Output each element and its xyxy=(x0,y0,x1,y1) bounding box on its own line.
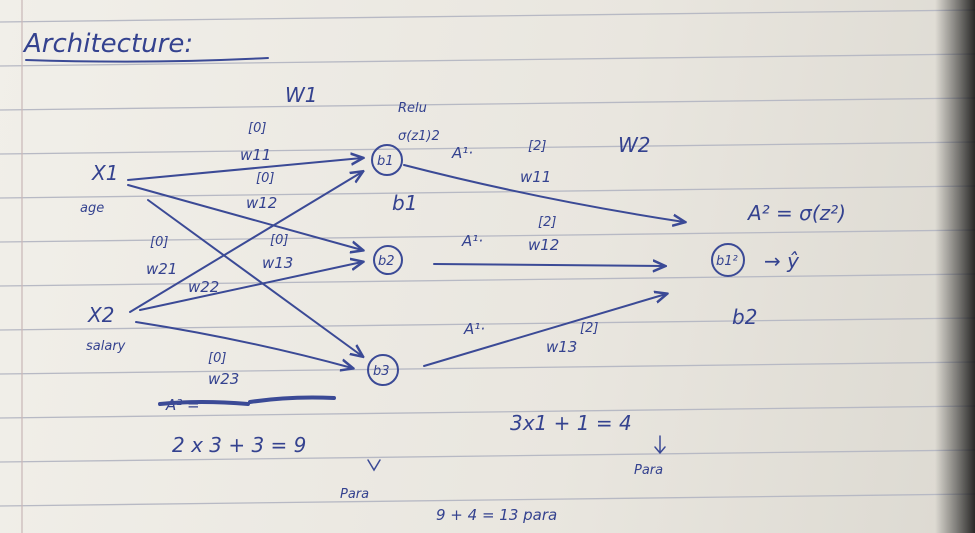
w22-label: w22 xyxy=(188,278,219,296)
scribble-mark xyxy=(158,395,336,406)
w1-label: W1 xyxy=(285,83,318,107)
input-x2: X2 xyxy=(87,303,114,327)
hidden-node-3: b3 xyxy=(367,354,399,386)
w2-label: W2 xyxy=(618,133,651,157)
output-node-label: b1² xyxy=(716,254,738,269)
layer1-weight-labels: [0] w11 [0] w12 [0] w13 [0] w21 w22 [0] … xyxy=(146,121,293,388)
w23-sup: [0] xyxy=(208,351,226,366)
param-calc-2-arrow xyxy=(654,435,666,455)
input-x2-name: salary xyxy=(86,339,126,354)
a1-w12-name: w12 xyxy=(528,236,559,254)
output-yhat: → ŷ xyxy=(764,249,800,273)
activation-formula: σ(z1)2 xyxy=(398,129,440,144)
bias-layer2: b2 xyxy=(732,305,757,329)
edge-x1-h3 xyxy=(147,199,362,356)
param-calc-1-arrow xyxy=(367,459,381,472)
edge-h3-out xyxy=(423,294,666,367)
param-total: 9 + 4 = 13 para xyxy=(436,506,557,524)
a1-w13-sup: [2] xyxy=(580,321,598,336)
w11-label: w11 xyxy=(240,146,271,164)
relu-label: Relu xyxy=(398,101,427,116)
bias-layer1: b1 xyxy=(392,191,417,215)
edge-h2-out xyxy=(433,264,664,266)
w12-label: w12 xyxy=(246,194,277,212)
output-formula: A² = σ(z²) xyxy=(746,201,846,225)
edge-x2-h1 xyxy=(129,172,362,313)
page-shadow-edge xyxy=(935,0,975,533)
w21-label: w21 xyxy=(146,260,177,278)
w21-sup: [0] xyxy=(150,235,168,250)
a1-w11-name: w11 xyxy=(520,168,551,186)
a1-w12-prefix: A¹· xyxy=(461,232,483,250)
input-x1: X1 xyxy=(91,161,118,185)
edge-x1-h2 xyxy=(127,184,362,250)
crossed-out-text: A² = xyxy=(158,395,336,414)
edge-x1-h1 xyxy=(127,158,362,181)
a1-w11-sup: [2] xyxy=(528,139,546,154)
layer1-edges xyxy=(127,158,362,368)
w23-label: w23 xyxy=(208,370,239,388)
a1-w12-sup: [2] xyxy=(538,215,556,230)
w12-sup: [0] xyxy=(256,171,274,186)
param-calc-2-label: Para xyxy=(634,463,663,478)
edge-x2-h2 xyxy=(139,262,362,311)
a1-w11-prefix: A¹· xyxy=(451,144,473,162)
hidden-node-2: b2 xyxy=(373,245,403,275)
w13-label: w13 xyxy=(262,254,293,272)
layer2-weight-labels: A¹· [2] w11 W2 A¹· [2] w12 A¹· [2] w13 xyxy=(451,133,651,356)
hidden-node-1-label: b1 xyxy=(377,154,394,169)
w11-sup: [0] xyxy=(248,121,266,136)
hidden-node-1: b1 xyxy=(371,144,403,176)
edge-x2-h3 xyxy=(135,321,352,368)
edge-h1-out xyxy=(403,164,684,222)
param-calc-1-label: Para xyxy=(340,487,369,502)
param-calc-1: 2 x 3 + 3 = 9 xyxy=(172,433,306,457)
w13-sup: [0] xyxy=(270,233,288,248)
output-node: b1² xyxy=(711,243,745,277)
hidden-node-2-label: b2 xyxy=(378,254,395,269)
hidden-node-3-label: b3 xyxy=(373,364,390,379)
a1-w13-name: w13 xyxy=(546,338,577,356)
param-calc-2: 3x1 + 1 = 4 xyxy=(510,411,632,435)
input-x1-name: age xyxy=(80,201,104,216)
layer2-edges xyxy=(403,164,684,367)
a1-w13-prefix: A¹· xyxy=(463,320,485,338)
title-underline xyxy=(25,57,269,63)
title: Architecture: xyxy=(22,29,193,59)
